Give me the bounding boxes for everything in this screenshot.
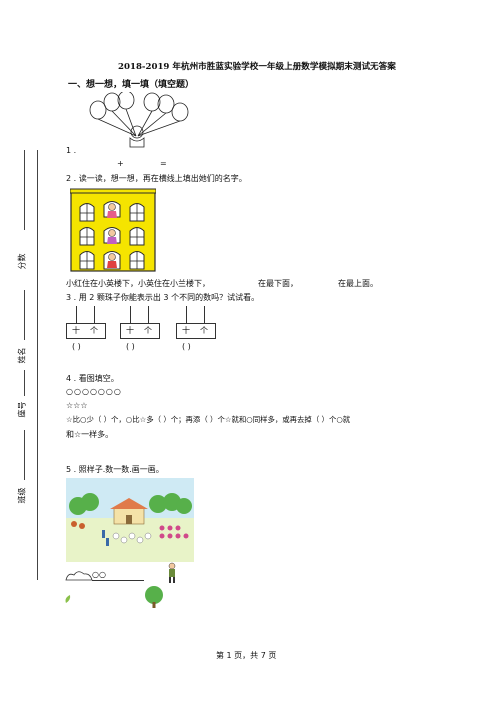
score-line xyxy=(24,150,25,230)
abacus-3-answer-blank[interactable]: ( ) xyxy=(182,342,191,351)
name-line xyxy=(24,290,25,340)
abacus-frame-1 xyxy=(66,323,106,339)
q2-sentence-part1: 小红住在小英楼下，小英住在小兰楼下， xyxy=(66,279,210,288)
abacus-2-answer-blank[interactable]: ( ) xyxy=(126,342,135,351)
q3-prompt: 3 . 用 2 颗珠子你能表示出 3 个不同的数吗？试试看。 xyxy=(66,293,260,302)
abacus-frame-3 xyxy=(176,323,216,339)
abacus-3-tens: 十 xyxy=(182,326,190,335)
abacus-2-ones: 个 xyxy=(144,326,152,335)
page-title: 2018-2019 年杭州市胜蓝实验学校一年级上册数学模拟期末测试无答案 xyxy=(118,62,396,72)
abacus-1-answer-blank[interactable]: ( ) xyxy=(72,342,81,351)
leaf-icon xyxy=(65,595,71,603)
abacus-1-ones: 个 xyxy=(90,326,98,335)
page-footer: 第 1 页，共 7 页 xyxy=(216,651,277,660)
abacus-frame-2 xyxy=(120,323,160,339)
section-heading: 一、想一想，填一填（填空题） xyxy=(68,80,195,90)
q1-plus: + xyxy=(117,159,124,168)
abacus-3-ones: 个 xyxy=(200,326,208,335)
child-figure-icon xyxy=(168,562,176,583)
q5-example-circles: ○○ xyxy=(92,570,106,579)
q4-stars-row: ☆☆☆ xyxy=(66,401,88,410)
q4-prompt: 4 . 看图填空。 xyxy=(66,374,119,383)
abacus-rod xyxy=(204,306,205,324)
abacus-rod xyxy=(148,306,149,324)
abacus-rod xyxy=(186,306,187,324)
q2-sentence-part2: 在最下面， xyxy=(258,279,298,288)
class-label: 班级 xyxy=(17,487,27,504)
q5-prompt: 5 . 照样子.数一数.画一画。 xyxy=(66,465,164,474)
cloud-icon xyxy=(65,571,93,581)
q4-circles-row: ○○○○○○○ xyxy=(66,387,122,396)
tree-icon xyxy=(145,586,163,608)
score-label: 分数 xyxy=(17,253,27,270)
q2-prompt: 2 . 读一读，想一想，再在横线上填出她们的名字。 xyxy=(66,174,247,183)
building-illustration xyxy=(70,188,156,272)
seat-line xyxy=(24,370,25,396)
balloons-illustration xyxy=(89,92,189,148)
q2-sentence-part3: 在最上面。 xyxy=(338,279,378,288)
park-scene-illustration xyxy=(66,478,194,562)
q4-sentence: ☆比○少（ ）个，○比☆多（ ）个；再添（ ）个☆就和○同样多，或再去掉（ ）个… xyxy=(66,415,351,424)
q4-sentence-cont: 和☆一样多。 xyxy=(66,430,114,439)
abacus-2-tens: 十 xyxy=(126,326,134,335)
q1-number: 1 . xyxy=(66,146,77,155)
abacus-rod xyxy=(130,306,131,324)
abacus-rod xyxy=(76,306,77,324)
seat-label: 座号 xyxy=(17,401,27,418)
abacus-rod xyxy=(94,306,95,324)
binding-line xyxy=(37,150,38,580)
q5-answer-line[interactable] xyxy=(92,580,144,581)
abacus-1-tens: 十 xyxy=(72,326,80,335)
name-label: 姓名 xyxy=(17,347,27,364)
q1-equals: = xyxy=(160,159,167,168)
class-line xyxy=(24,430,25,480)
